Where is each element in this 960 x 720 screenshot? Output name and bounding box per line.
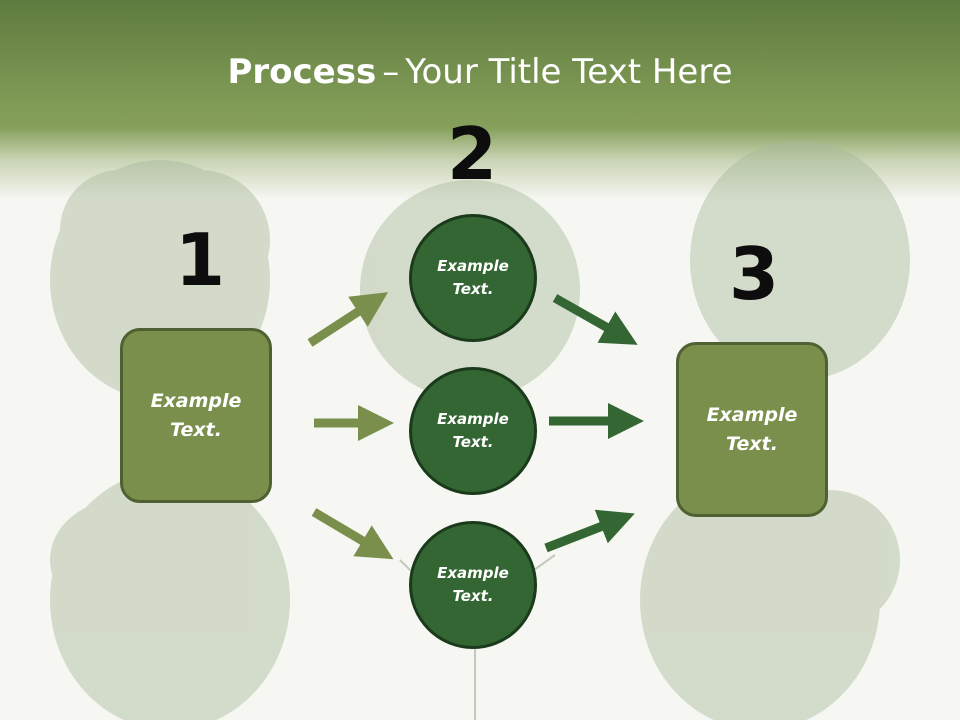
- step-3-label-line1: Example: [706, 403, 798, 426]
- circle-bottom-line2: Text.: [452, 587, 494, 605]
- step-2-circle-bottom[interactable]: Example Text.: [409, 521, 537, 649]
- title-separator: –: [382, 52, 400, 92]
- step-number-3: 3: [728, 232, 780, 316]
- step-2-circle-middle[interactable]: Example Text.: [409, 367, 537, 495]
- arrow-top-to-3: [552, 294, 638, 345]
- step-number-1: 1: [174, 218, 226, 302]
- step-1-box[interactable]: Example Text.: [120, 328, 272, 503]
- circle-bottom-line1: Example: [437, 564, 509, 582]
- step-2-circle-top[interactable]: Example Text.: [409, 214, 537, 342]
- step-1-label-line2: Text.: [170, 418, 222, 441]
- step-3-box[interactable]: Example Text.: [676, 342, 828, 517]
- header-band: [0, 0, 960, 200]
- title-rest: Your Title Text Here: [405, 52, 733, 92]
- title-bold: Process: [227, 52, 377, 92]
- arrow-1-to-bottom: [311, 508, 394, 560]
- step-3-label-line2: Text.: [726, 432, 778, 455]
- circle-middle-line1: Example: [437, 410, 509, 428]
- circle-top-line1: Example: [437, 257, 509, 275]
- step-1-label-line1: Example: [150, 389, 242, 412]
- step-number-2: 2: [446, 112, 498, 196]
- arrow-bottom-to-3: [544, 509, 635, 553]
- slide-title: Process–Your Title Text Here: [0, 52, 960, 92]
- circle-top-line2: Text.: [452, 280, 494, 298]
- arrow-1-to-top: [307, 292, 389, 347]
- circle-middle-line2: Text.: [452, 433, 494, 451]
